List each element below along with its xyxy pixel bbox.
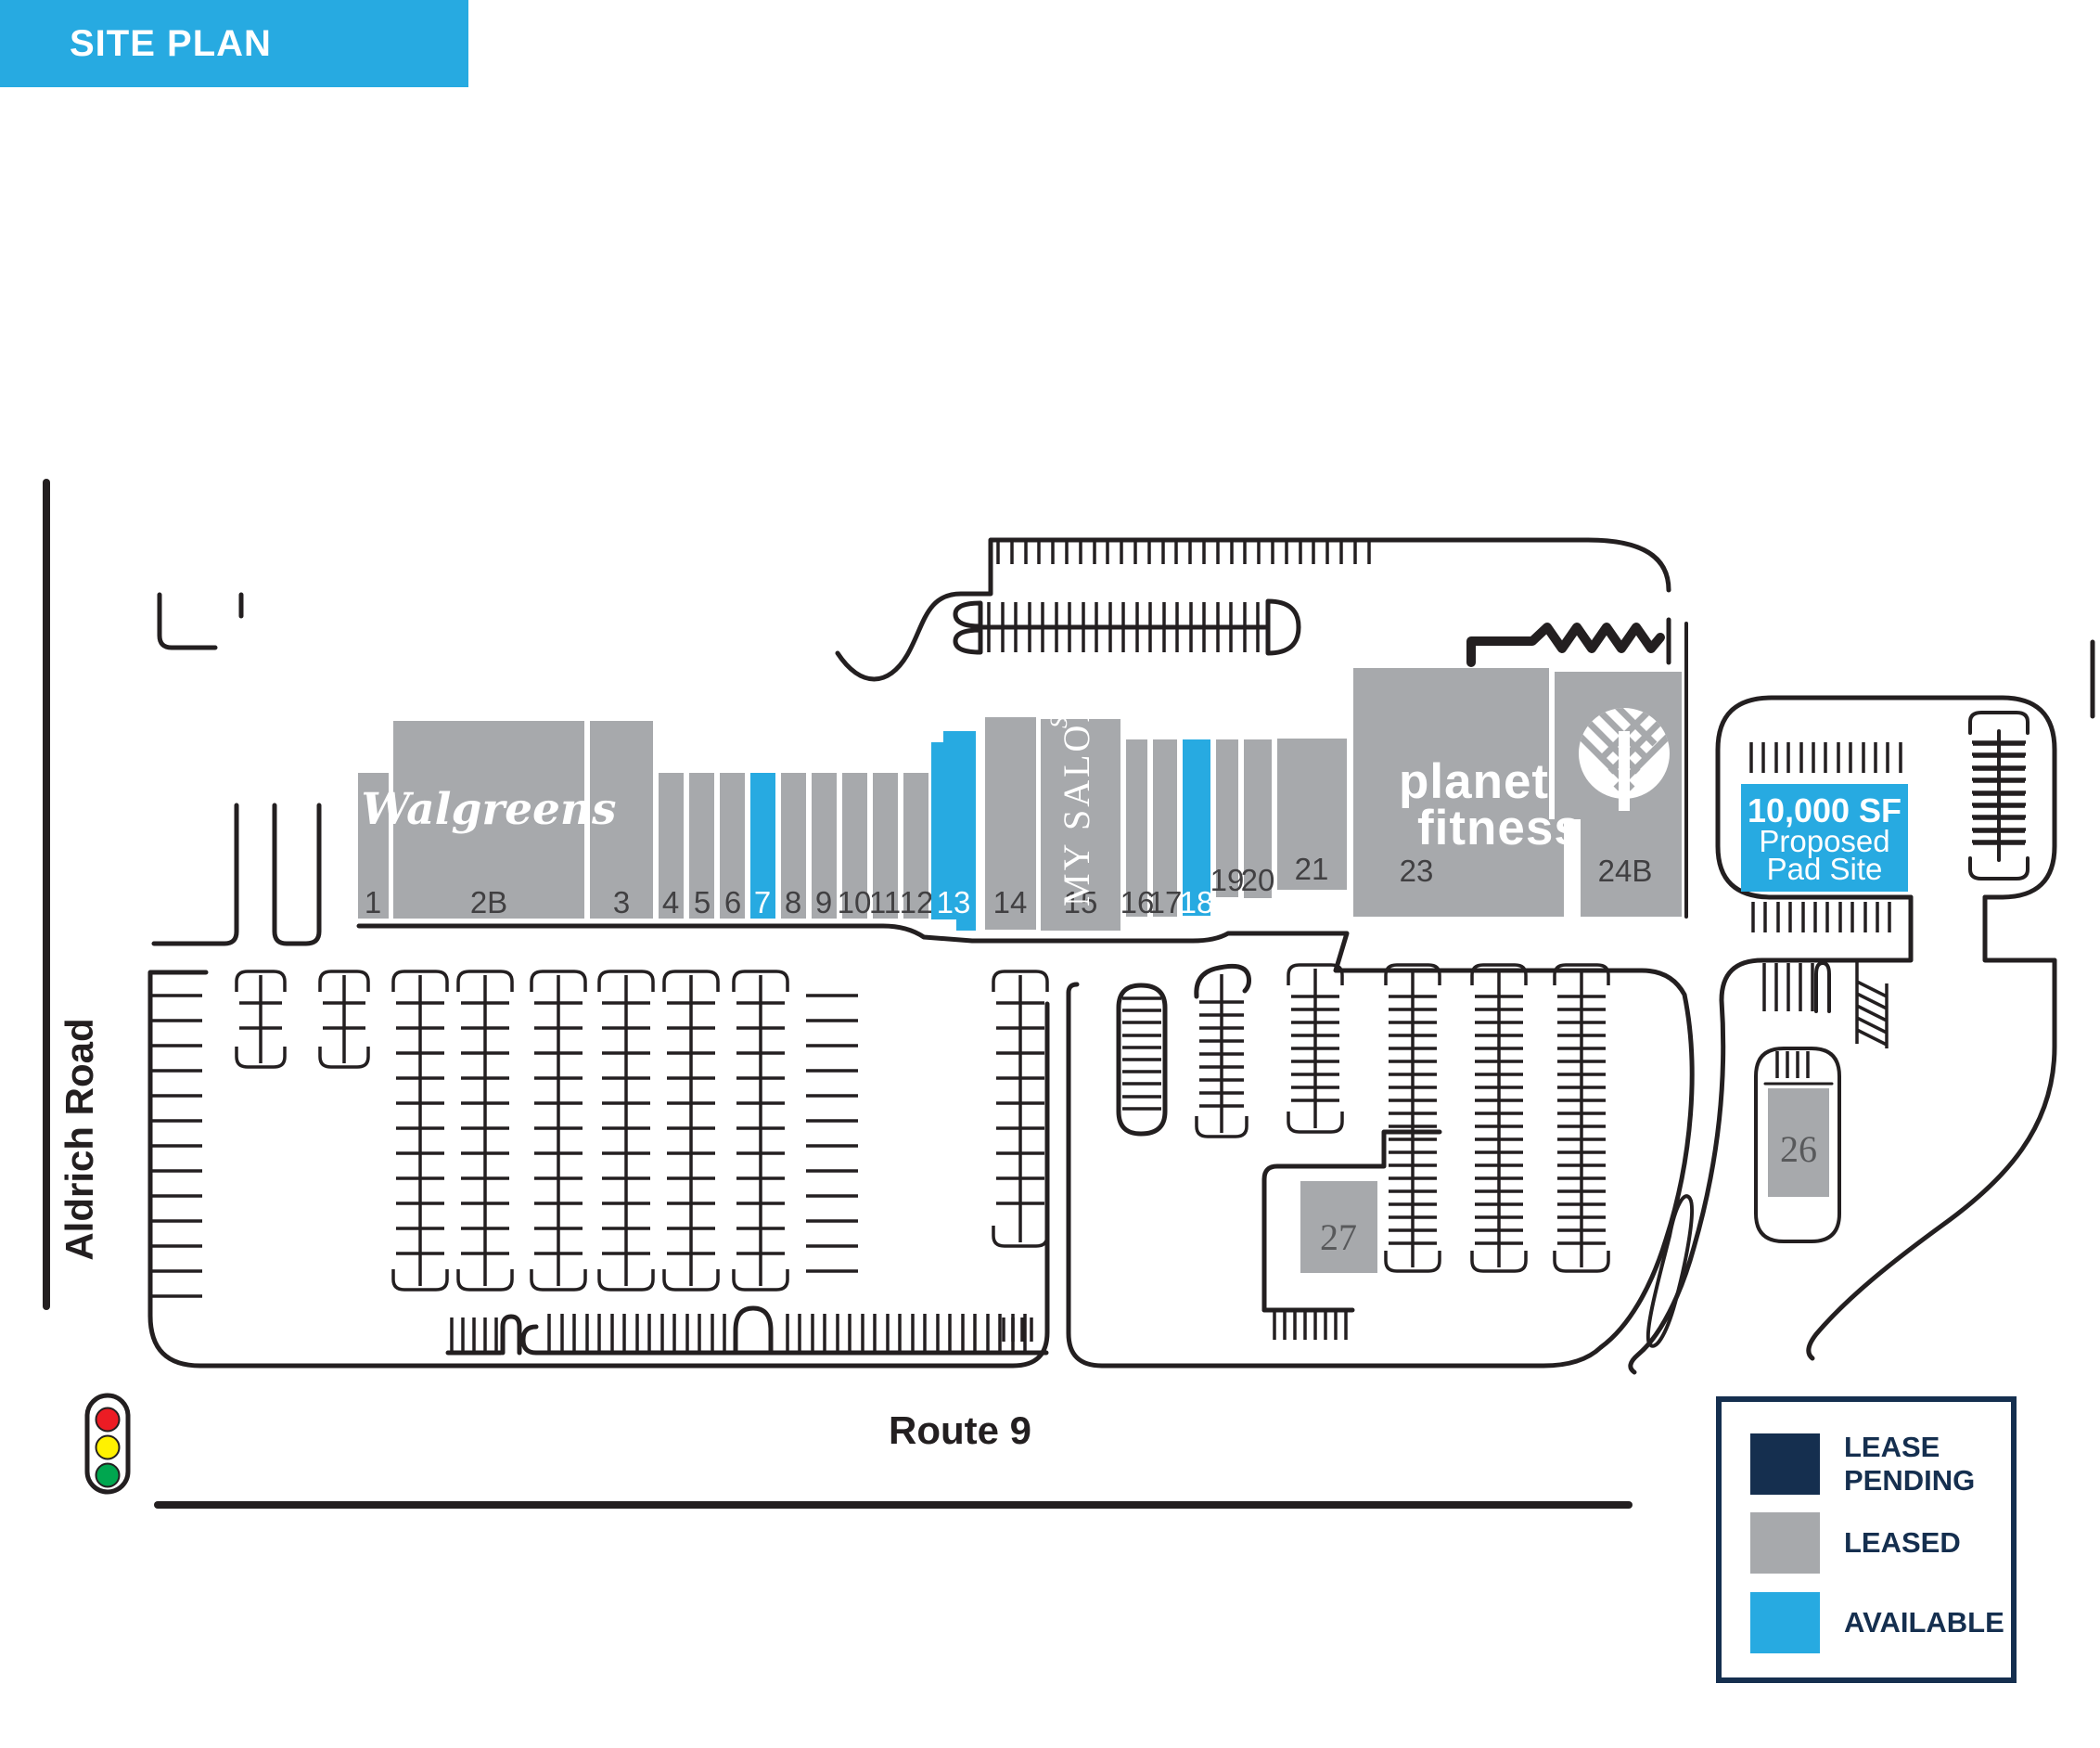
unit-11: [873, 773, 898, 919]
svg-text:Suite: Suite: [1045, 680, 1072, 728]
unit-label-9: 9: [815, 885, 832, 919]
unit-15: [1041, 719, 1120, 931]
svg-text:fitness: fitness: [1417, 801, 1582, 855]
walgreens-logo: Walgreens: [361, 784, 616, 835]
unit-10: [842, 773, 867, 919]
unit-label-19: 19: [1210, 863, 1245, 897]
svg-text:MY SALON: MY SALON: [1056, 693, 1097, 906]
leased-swatch: [1750, 1512, 1820, 1574]
unit-label-24B: 24B: [1598, 854, 1653, 888]
unit-label-8: 8: [785, 885, 801, 919]
page-title: SITE PLAN: [70, 22, 272, 64]
aldrich-road-label: Aldrich Road: [58, 1018, 101, 1260]
available-swatch: [1750, 1592, 1820, 1653]
traffic-light-icon: [84, 1393, 131, 1495]
unit-label-17: 17: [1148, 885, 1183, 919]
unit-16: [1126, 739, 1147, 917]
unit-14: [985, 717, 1036, 930]
unit-label-27: 27: [1320, 1216, 1357, 1258]
unit-3: [590, 721, 653, 919]
unit-17: [1153, 739, 1177, 917]
unit-label-20: 20: [1241, 863, 1275, 897]
unit-label-16: 16: [1120, 885, 1155, 919]
tree-logo: [1579, 708, 1670, 811]
parking-aisles: [150, 540, 2026, 1353]
unit-label-15: 15: [1064, 885, 1098, 919]
unit-8: [781, 773, 806, 919]
unit-13: [931, 731, 976, 931]
unit-label-6: 6: [724, 885, 741, 919]
lease-pending-swatch: [1750, 1433, 1820, 1495]
unit-label-4: 4: [662, 885, 679, 919]
pad-site-size: 10,000 SF: [1748, 791, 1902, 829]
property-zigzag-line: [1466, 623, 1665, 667]
unit-label-10: 10: [838, 885, 872, 919]
legend-row-leased: LEASED: [1750, 1512, 1961, 1574]
route9-label: Route 9: [889, 1408, 1031, 1452]
unit-12: [903, 773, 928, 919]
planet-fitness-logo: planet fitness: [1399, 754, 1582, 855]
unit-21: [1277, 739, 1347, 890]
unit-label-2B: 2B: [470, 885, 507, 919]
legend: LEASE PENDING LEASED AVAILABLE: [1716, 1396, 2017, 1683]
unit-label-14: 14: [993, 885, 1028, 919]
unit-5: [689, 773, 714, 919]
unit-27: [1300, 1181, 1377, 1273]
unit-7: [750, 773, 775, 919]
unit-label-1: 1: [365, 885, 381, 919]
unit-label-13: 13: [937, 885, 971, 919]
page-title-banner: SITE PLAN: [0, 0, 468, 87]
unit-2B: [393, 721, 584, 919]
unit-18: [1183, 739, 1210, 916]
unit-label-23: 23: [1400, 854, 1434, 888]
unit-label-7: 7: [754, 885, 771, 919]
unit-label-12: 12: [900, 885, 934, 919]
unit-26: [1768, 1088, 1829, 1197]
unit-6: [720, 773, 745, 919]
unit-1: [358, 773, 389, 919]
svg-text:planet: planet: [1399, 754, 1549, 809]
proposed-pad-site: 10,000 SF Proposed Pad Site: [1741, 784, 1908, 892]
unit-19: [1216, 739, 1238, 897]
unit-label-21: 21: [1295, 852, 1329, 886]
svg-text:Proposed: Proposed: [1759, 824, 1889, 858]
unit-20: [1244, 739, 1272, 898]
unit-4: [659, 773, 684, 919]
my-salon-suite-logo: MY SALON Suite: [1045, 680, 1097, 906]
svg-text:Pad Site: Pad Site: [1767, 852, 1883, 886]
unit-23: [1353, 668, 1564, 917]
unit-label-3: 3: [613, 885, 630, 919]
unit-label-5: 5: [694, 885, 711, 919]
unit-9: [812, 773, 837, 919]
unit-label-26: 26: [1780, 1128, 1817, 1170]
legend-row-available: AVAILABLE: [1750, 1592, 2004, 1653]
legend-row-lease-pending: LEASE PENDING: [1750, 1431, 1975, 1497]
unit-label-11: 11: [869, 885, 901, 919]
unit-label-18: 18: [1180, 885, 1214, 919]
